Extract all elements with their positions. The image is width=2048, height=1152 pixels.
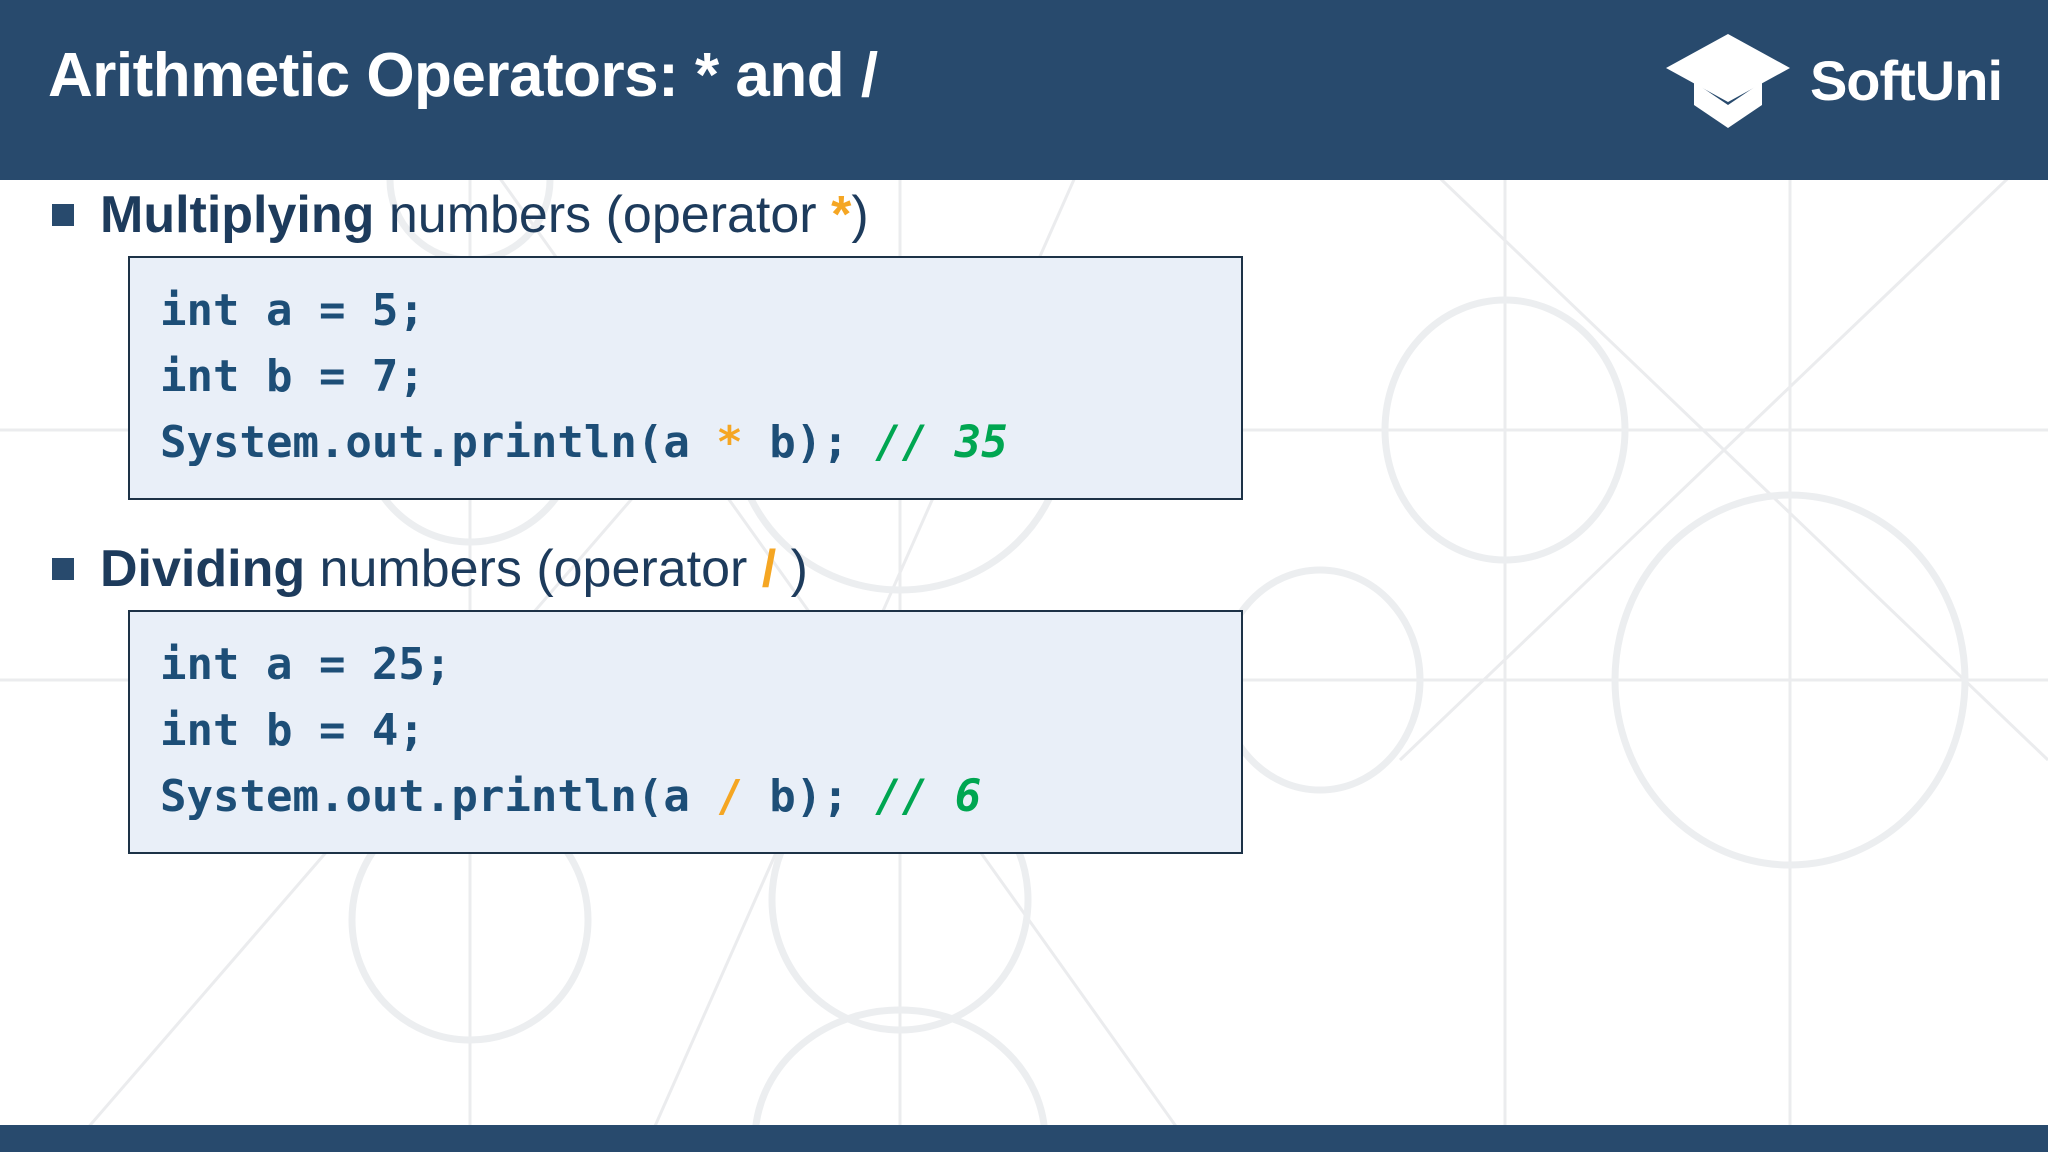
bullet-lead-multiplying: Multiplying	[100, 186, 375, 244]
square-bullet-icon	[52, 204, 74, 227]
code-text: int a = 5;	[160, 285, 425, 336]
code-line: int b = 4;	[160, 698, 1241, 764]
bullet-dividing: Dividing numbers (operator / )	[52, 542, 808, 597]
code-text: System.out.println(a	[160, 771, 717, 822]
code-line: int a = 25;	[160, 632, 1241, 698]
page-title: Arithmetic Operators: * and /	[48, 41, 878, 110]
softuni-logo: SoftUni	[1664, 26, 2003, 136]
code-text: int b = 7;	[160, 351, 425, 402]
code-block-multiply: int a = 5; int b = 7; System.out.println…	[128, 256, 1243, 500]
code-text: int a = 25;	[160, 639, 452, 690]
code-line: int b = 7;	[160, 344, 1241, 410]
code-comment: // 6	[875, 771, 982, 822]
bullet-lead-dividing: Dividing	[100, 540, 306, 598]
code-operator: /	[716, 771, 743, 822]
bullet-multiplying: Multiplying numbers (operator *)	[52, 188, 869, 243]
code-text: int b = 4;	[160, 705, 425, 756]
bullet-rest-dividing: numbers (operator	[305, 540, 762, 598]
code-comment: // 35	[875, 417, 1008, 468]
slide-header-band: Arithmetic Operators: * and / SoftUni	[0, 0, 2048, 180]
graduation-cap-icon	[1665, 34, 1790, 128]
operator-glyph-multiply: *	[831, 186, 852, 244]
code-text: b);	[742, 771, 876, 822]
slide-content: Multiplying numbers (operator *) int a =…	[0, 180, 2048, 1125]
operator-glyph-divide: /	[761, 540, 777, 598]
bullet-multiplying-label: Multiplying numbers (operator *)	[100, 188, 869, 243]
code-block-divide: int a = 25; int b = 4; System.out.printl…	[128, 610, 1243, 854]
bullet-tail-multiplying: )	[851, 186, 869, 244]
bullet-dividing-label: Dividing numbers (operator / )	[100, 542, 808, 597]
square-bullet-icon	[52, 558, 74, 581]
slide-footer-band	[0, 1125, 2048, 1152]
code-text: System.out.println(a	[160, 417, 717, 468]
code-line: int a = 5;	[160, 278, 1241, 344]
code-text: b);	[742, 417, 876, 468]
bullet-tail-dividing: )	[776, 540, 808, 598]
bullet-rest-multiplying: numbers (operator	[374, 186, 832, 244]
code-line: System.out.println(a * b); // 35	[160, 410, 1241, 476]
code-line: System.out.println(a / b); // 6	[160, 764, 1241, 830]
code-operator: *	[716, 417, 743, 468]
softuni-logo-text: SoftUni	[1809, 49, 2003, 112]
